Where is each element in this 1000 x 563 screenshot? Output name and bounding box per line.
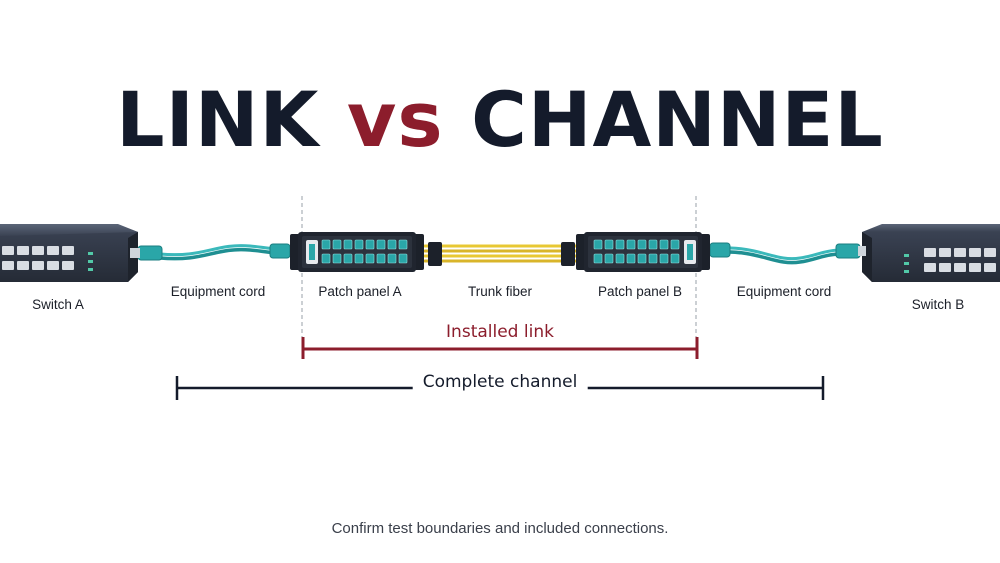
switch-a-device — [0, 224, 138, 282]
installed-link-label: Installed link — [446, 322, 554, 342]
label-equipment-cord-left: Equipment cord — [170, 284, 266, 299]
trunk-fiber-cable — [423, 242, 579, 266]
complete-channel-label: Complete channel — [412, 372, 588, 392]
label-patch-panel-a: Patch panel A — [318, 284, 402, 299]
equipment-cord-left — [130, 243, 291, 261]
switch-b-device — [862, 224, 1000, 282]
title-link: LINK — [116, 75, 320, 164]
patch-panel-b-device — [576, 232, 710, 272]
label-trunk-fiber: Trunk fiber — [467, 284, 533, 299]
label-equipment-cord-right: Equipment cord — [736, 284, 832, 299]
equipment-cord-right — [709, 242, 866, 265]
title-vs: vs — [346, 75, 444, 164]
label-patch-panel-b: Patch panel B — [597, 284, 683, 299]
patch-panel-a-device — [290, 232, 424, 272]
label-switch-b: Switch B — [911, 297, 965, 312]
installed-link-bracket — [301, 337, 699, 359]
footer-caption: Confirm test boundaries and included con… — [331, 520, 669, 537]
title-channel: CHANNEL — [471, 75, 884, 164]
label-switch-a: Switch A — [32, 297, 84, 312]
page-title: LINK vs CHANNEL — [0, 70, 1000, 170]
